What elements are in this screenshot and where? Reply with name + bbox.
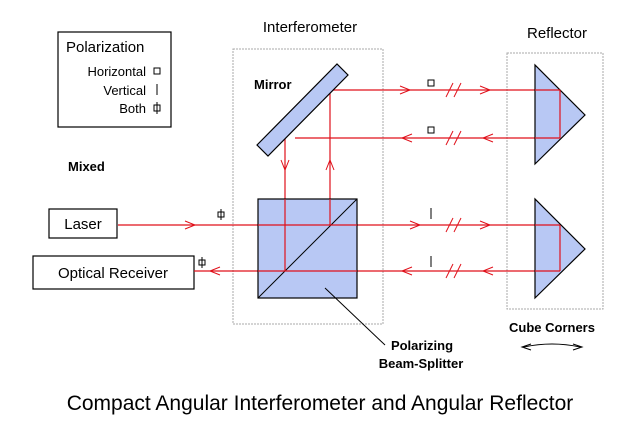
both-polarization-icon [198, 257, 206, 268]
double-arrow-icon [520, 343, 584, 351]
legend-both-label: Both [119, 101, 146, 116]
splitter-label-line2: Beam-Splitter [379, 356, 464, 371]
cube-corner-upper [534, 63, 586, 166]
splitter-diagonal [257, 198, 358, 299]
arrow-left-icon [208, 266, 221, 276]
arrow-left-icon [481, 133, 494, 143]
arrow-up-icon [325, 158, 335, 171]
interferometer-enclosure [232, 48, 384, 325]
polarization-legend: Polarization Horizontal Vertical Both [57, 31, 172, 128]
legend-vertical-label: Vertical [103, 83, 146, 98]
arrow-right-icon [399, 85, 412, 95]
optical-receiver-label: Optical Receiver [58, 265, 168, 282]
horizontal-polarization-icon [427, 79, 435, 87]
both-polarization-icon [217, 209, 225, 220]
arrow-down-icon [280, 159, 290, 172]
splitter-label-line1: Polarizing [391, 338, 453, 353]
legend-frame [57, 31, 172, 128]
diagram-title: Compact Angular Interferometer and Angul… [67, 392, 574, 415]
beam-arrows [184, 85, 494, 276]
cube-corners-label: Cube Corners [509, 320, 595, 335]
arrow-right-icon [479, 220, 492, 230]
mixed-label: Mixed [68, 159, 105, 174]
arrow-right-icon [184, 220, 197, 230]
cube-corner-lower [534, 197, 586, 300]
arrow-right-icon [479, 85, 492, 95]
arrow-left-icon [481, 266, 494, 276]
optical-receiver-box [32, 255, 195, 290]
mirror-label: Mirror [254, 77, 292, 92]
legend-horizontal-label: Horizontal [87, 64, 146, 79]
arrow-left-icon [400, 266, 413, 276]
arrow-right-icon [409, 220, 422, 230]
reflector-enclosure [506, 52, 604, 310]
horizontal-polarization-icon [153, 67, 161, 75]
interferometer-heading: Interferometer [263, 19, 357, 36]
splitter-pointer [324, 287, 386, 346]
polarization-markers [198, 79, 435, 268]
legend-heading: Polarization [66, 39, 144, 56]
beam-break-marks [445, 82, 462, 279]
laser-label: Laser [64, 216, 102, 233]
laser-box [48, 208, 118, 239]
reflector-heading: Reflector [527, 25, 587, 42]
horizontal-polarization-icon [427, 126, 435, 134]
mirror [256, 63, 349, 157]
arrow-left-icon [400, 133, 413, 143]
both-polarization-icon [153, 102, 161, 114]
